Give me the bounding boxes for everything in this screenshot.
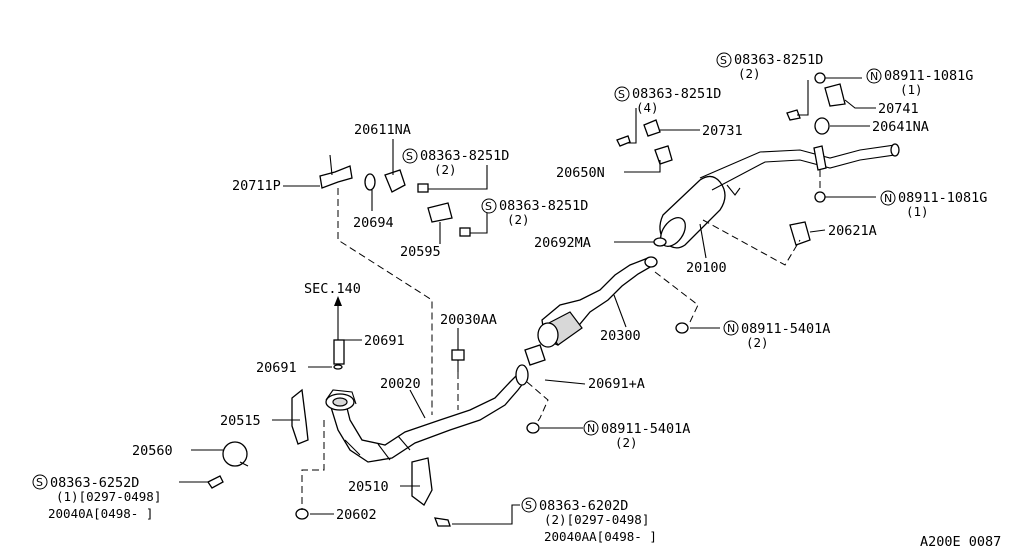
muffler: [659, 143, 900, 249]
label-20611NA: 20611NA: [354, 122, 411, 138]
label-20641NA: 20641NA: [872, 119, 929, 135]
svg-text:S: S: [485, 200, 492, 213]
guide-lines: [301, 170, 821, 510]
svg-text:S: S: [618, 88, 625, 101]
label-20691-plus-A: 20691+A: [588, 376, 645, 392]
label-08363-8251D-c: 08363-8251D: [632, 86, 721, 102]
label-08363-6202D: 08363-6202D: [539, 498, 628, 514]
label-08911-5401A-a-qty: (2): [746, 335, 769, 350]
label-08363-8251D-c-qty: (4): [636, 100, 659, 115]
leader-lines: [179, 77, 876, 525]
svg-text:S: S: [36, 476, 43, 489]
label-20595: 20595: [400, 244, 441, 260]
label-08911-1081G-b-qty: (1): [906, 204, 929, 219]
label-20621A: 20621A: [828, 223, 877, 239]
label-08363-8251D-a-qty: (2): [434, 162, 457, 177]
label-08363-6252D: 08363-6252D: [50, 475, 139, 491]
label-08911-1081G-a-qty: (1): [900, 82, 923, 97]
label-20741: 20741: [878, 101, 919, 117]
label-20020: 20020: [380, 376, 421, 392]
label-20691-b: 20691: [256, 360, 297, 376]
label-20691-a: 20691: [364, 333, 405, 349]
label-20300: 20300: [600, 328, 641, 344]
label-08363-8251D-a: 08363-8251D: [420, 148, 509, 164]
label-20692MA: 20692MA: [534, 235, 591, 251]
label-20731: 20731: [702, 123, 743, 139]
label-20602: 20602: [336, 507, 377, 523]
svg-text:S: S: [720, 54, 727, 67]
label-08363-6202D-qty: (2)[0297-0498]: [544, 512, 649, 527]
svg-text:N: N: [587, 422, 595, 435]
label-20515: 20515: [220, 413, 261, 429]
label-20030AA: 20030AA: [440, 312, 497, 328]
svg-text:S: S: [525, 499, 532, 512]
label-20040AA: 20040AA[0498- ]: [544, 529, 657, 544]
label-sec-140: SEC.140: [304, 281, 361, 297]
diagram-code: A200E 0087: [920, 534, 1001, 550]
svg-text:N: N: [870, 70, 878, 83]
label-08911-5401A-b: 08911-5401A: [601, 421, 690, 437]
part-labels: 20611NA 20711P 20694 20595 08363-8251D (…: [48, 52, 1001, 550]
label-08363-8251D-d-qty: (2): [738, 66, 761, 81]
label-08363-8251D-b: 08363-8251D: [499, 198, 588, 214]
svg-text:N: N: [727, 322, 735, 335]
label-20040A: 20040A[0498- ]: [48, 506, 153, 521]
center-exhaust-pipe: [537, 256, 658, 348]
label-08911-5401A-a: 08911-5401A: [741, 321, 830, 337]
label-20650N: 20650N: [556, 165, 605, 181]
label-08363-8251D-d: 08363-8251D: [734, 52, 823, 68]
label-08911-5401A-b-qty: (2): [615, 435, 638, 450]
front-exhaust-pipe: [325, 364, 529, 463]
label-08363-6252D-qty: (1)[0297-0498]: [56, 489, 161, 504]
label-20510: 20510: [348, 479, 389, 495]
label-20694: 20694: [353, 215, 394, 231]
label-20560: 20560: [132, 443, 173, 459]
svg-text:S: S: [406, 150, 413, 163]
label-08911-1081G-a: 08911-1081G: [884, 68, 973, 84]
svg-text:N: N: [884, 192, 892, 205]
label-20100: 20100: [686, 260, 727, 276]
small-parts: [207, 72, 846, 527]
label-08911-1081G-b: 08911-1081G: [898, 190, 987, 206]
label-20711P: 20711P: [232, 178, 281, 194]
sec-arrow: [334, 296, 342, 306]
label-08363-8251D-b-qty: (2): [507, 212, 530, 227]
circle-markers: S S S S N N N N S S: [32, 52, 896, 513]
